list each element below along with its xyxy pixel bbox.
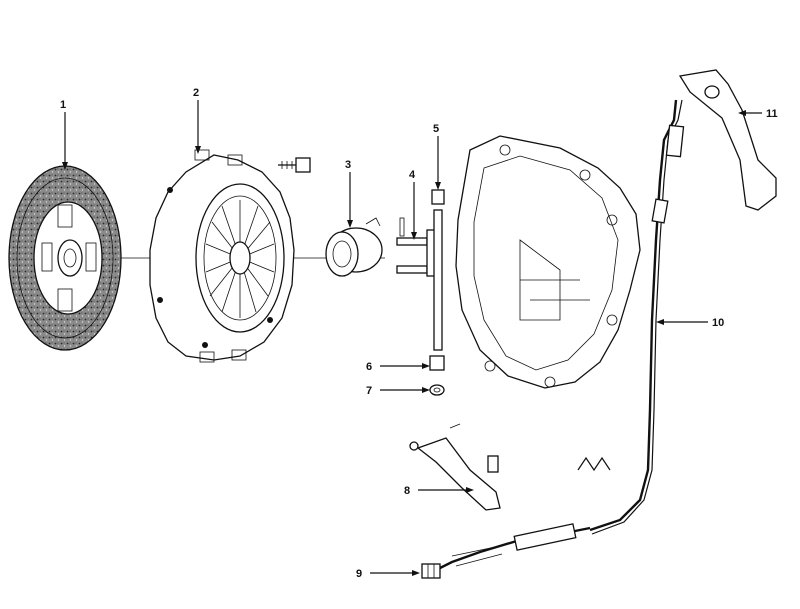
callout-9: 9 (356, 568, 362, 580)
callout-3: 3 (345, 159, 351, 171)
washer (429, 384, 445, 396)
spring-clip (577, 456, 611, 472)
clutch-cable (435, 99, 685, 572)
callout-8: 8 (404, 485, 410, 497)
callout-5: 5 (433, 123, 439, 135)
clutch-disc (8, 165, 122, 351)
callout-6: 6 (366, 361, 372, 373)
release-fork (396, 217, 440, 277)
callout-11: 11 (766, 108, 778, 120)
callout-10: 10 (712, 317, 724, 329)
release-bearing (325, 217, 383, 277)
bell-housing (455, 135, 641, 389)
leader-lines (62, 100, 762, 576)
cable-adjuster-nut (421, 563, 441, 579)
fork-bracket (409, 423, 501, 511)
clutch-pedal-bracket (678, 69, 777, 211)
pressure-plate-bolt (278, 157, 311, 173)
bushing (429, 355, 445, 371)
release-fork-shaft (431, 189, 445, 351)
callout-2: 2 (193, 87, 199, 99)
callout-7: 7 (366, 385, 372, 397)
callout-1: 1 (60, 99, 66, 111)
callout-4: 4 (409, 169, 416, 181)
pressure-plate (149, 149, 295, 363)
